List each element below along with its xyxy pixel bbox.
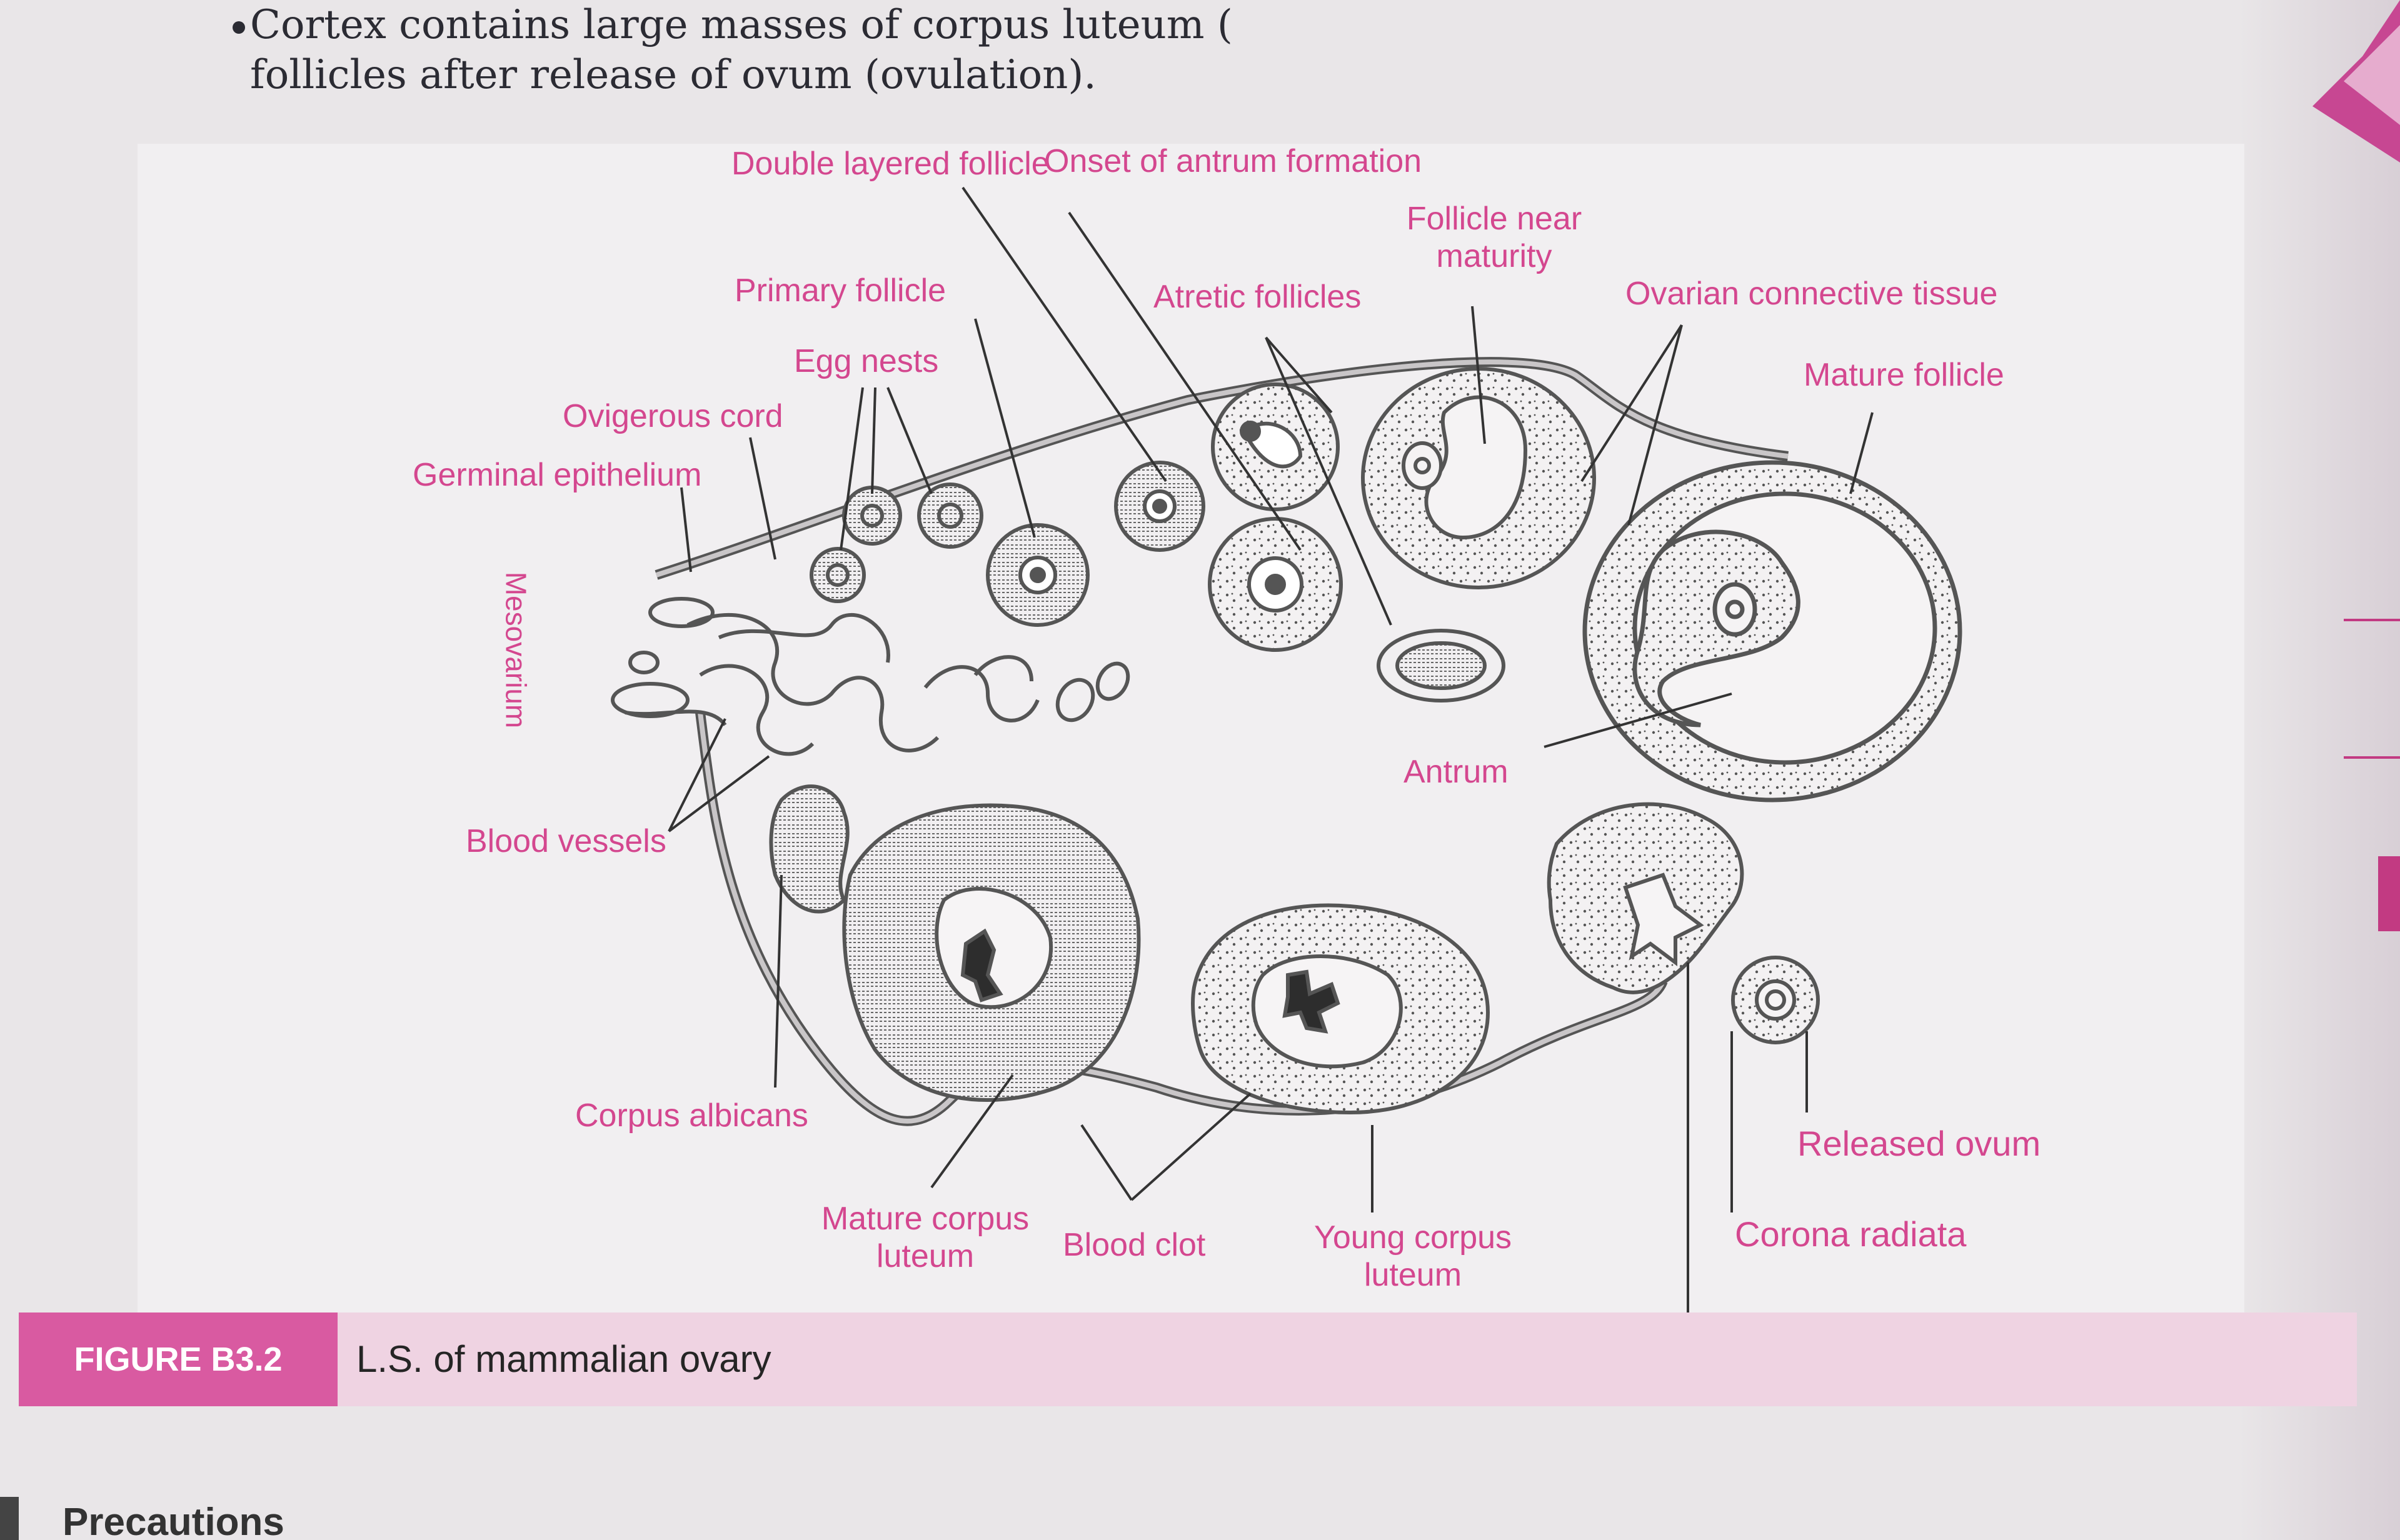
body-text-line1: Cortex contains large masses of corpus l… bbox=[250, 2, 1233, 48]
label-released-ovum: Released ovum bbox=[1797, 1124, 2041, 1163]
side-rule bbox=[2344, 619, 2400, 621]
ruptured-follicle bbox=[1547, 802, 1744, 994]
mature-follicle bbox=[1582, 460, 1962, 802]
bullet-icon bbox=[233, 21, 245, 34]
young-corpus-luteum bbox=[1191, 903, 1490, 1115]
label-follicle-near-maturity: Follicle near maturity bbox=[1406, 201, 1582, 274]
body-text: Cortex contains large masses of corpus l… bbox=[233, 0, 1250, 100]
mature-corpus-luteum bbox=[842, 803, 1141, 1102]
caption-bar bbox=[19, 1312, 2357, 1406]
label-blood-clot: Blood clot bbox=[1063, 1227, 1206, 1263]
label-mature-corpus-luteum: Mature corpus luteum bbox=[821, 1201, 1030, 1274]
body-text-line2: follicles after release of ovum (ovulati… bbox=[250, 52, 1097, 98]
section-marker bbox=[0, 1497, 19, 1540]
label-mesovarium: Mesovarium bbox=[500, 571, 533, 729]
label-egg-nests: Egg nests bbox=[794, 343, 939, 379]
label-mature-follicle: Mature follicle bbox=[1804, 357, 2004, 393]
label-onset-of-antrum-formation: Onset of antrum formation bbox=[1044, 143, 1422, 179]
figure-title: L.S. of mammalian ovary bbox=[356, 1338, 771, 1380]
side-tab bbox=[2378, 856, 2400, 931]
label-antrum: Antrum bbox=[1403, 754, 1509, 790]
label-primary-follicle: Primary follicle bbox=[735, 272, 946, 309]
follicle-near-maturity bbox=[1361, 367, 1596, 589]
label-atretic-follicles: Atretic follicles bbox=[1153, 279, 1362, 315]
label-ovigerous-cord: Ovigerous cord bbox=[563, 398, 783, 434]
side-rule bbox=[2344, 756, 2400, 759]
blood-vessel-coils bbox=[611, 597, 1130, 756]
label-blood-vessels: Blood vessels bbox=[466, 823, 666, 859]
label-corpus-albicans: Corpus albicans bbox=[575, 1098, 808, 1134]
corpus-albicans bbox=[769, 784, 850, 914]
label-corona-radiata: Corona radiata bbox=[1735, 1214, 1967, 1254]
leader-lines bbox=[668, 186, 1874, 1319]
page-shadow bbox=[2237, 0, 2400, 1540]
section-heading: Precautions bbox=[63, 1501, 284, 1540]
released-ovum bbox=[1731, 956, 1820, 1044]
figure-number: FIGURE B3.2 bbox=[19, 1312, 338, 1406]
label-germinal-epithelium: Germinal epithelium bbox=[413, 457, 702, 493]
developing-follicles bbox=[1208, 382, 1505, 702]
label-ovarian-connective-tissue: Ovarian connective tissue bbox=[1625, 276, 1998, 312]
primary-follicles bbox=[810, 461, 1205, 627]
corner-decoration bbox=[2312, 0, 2400, 162]
label-double-layered-follicle: Double layered follicle bbox=[731, 146, 1050, 182]
label-young-corpus-luteum: Young corpus luteum bbox=[1313, 1219, 1512, 1293]
